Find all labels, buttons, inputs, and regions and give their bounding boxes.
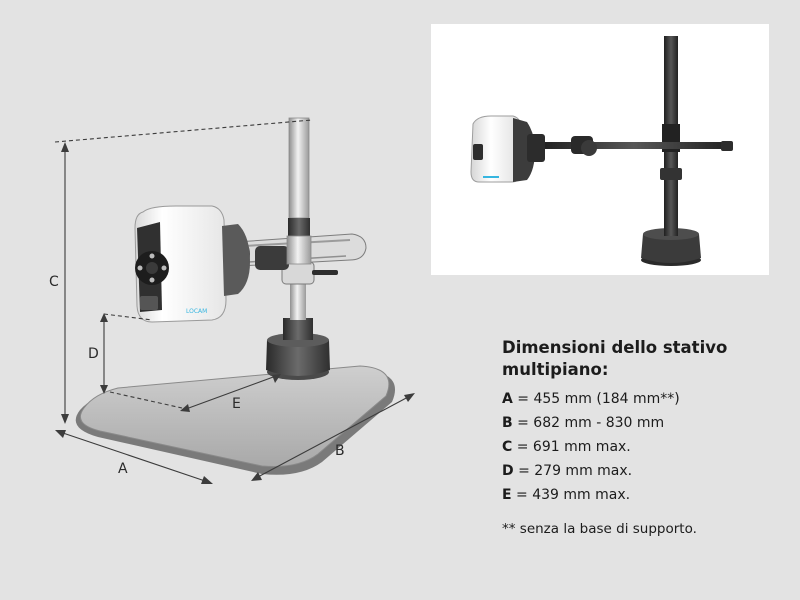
stand-photo-illustration — [470, 36, 733, 266]
specifications-title: Dimensioni dello stativo multipiano: — [502, 338, 728, 379]
spec-key: B — [502, 415, 513, 431]
upper-pole — [286, 117, 312, 265]
pole-collar — [281, 261, 338, 285]
spec-row-a: A = 455 mm (184 mm**) — [502, 387, 792, 411]
dimension-e-ref-line — [109, 391, 183, 409]
dimension-c-ref-line — [54, 119, 313, 143]
spec-key: E — [502, 487, 512, 503]
dimension-label-a: A — [118, 461, 128, 477]
dimension-b-line — [255, 395, 411, 479]
spec-row-e: E = 439 mm max. — [502, 483, 792, 507]
column-foot — [266, 318, 330, 380]
spec-row-c: C = 691 mm max. — [502, 435, 792, 459]
specifications-block: Dimensioni dello stativo multipiano: A =… — [502, 337, 792, 537]
spec-key: D — [502, 463, 514, 479]
spec-key: A — [502, 391, 513, 407]
dimension-label-b: B — [335, 443, 345, 459]
dimension-label-d: D — [88, 346, 99, 362]
specifications-footnote: ** senza la base di supporto. — [502, 521, 697, 537]
spec-value: = 691 mm max. — [512, 439, 631, 455]
camera-brand-text: LOCAM — [186, 308, 207, 315]
spec-value: = 279 mm max. — [513, 463, 633, 479]
spec-row-d: D = 279 mm max. — [502, 459, 792, 483]
spec-key: C — [502, 439, 513, 455]
dimension-label-c: C — [49, 274, 59, 290]
dimension-label-e: E — [232, 396, 241, 412]
dimension-e-line — [185, 375, 277, 410]
dimension-lines — [54, 119, 411, 483]
dimension-arrowheads — [55, 142, 415, 484]
stand-base — [75, 365, 396, 475]
dimension-d-ref-line — [103, 313, 153, 321]
camera-unit: LOCAM — [134, 205, 250, 323]
dimension-a-line — [59, 431, 209, 483]
spec-value: = 455 mm (184 mm**) — [512, 391, 680, 407]
spec-value: = 439 mm max. — [511, 487, 631, 503]
spec-value: = 682 mm - 830 mm — [512, 415, 665, 431]
spec-row-b: B = 682 mm - 830 mm — [502, 411, 792, 435]
product-photo — [431, 24, 769, 275]
